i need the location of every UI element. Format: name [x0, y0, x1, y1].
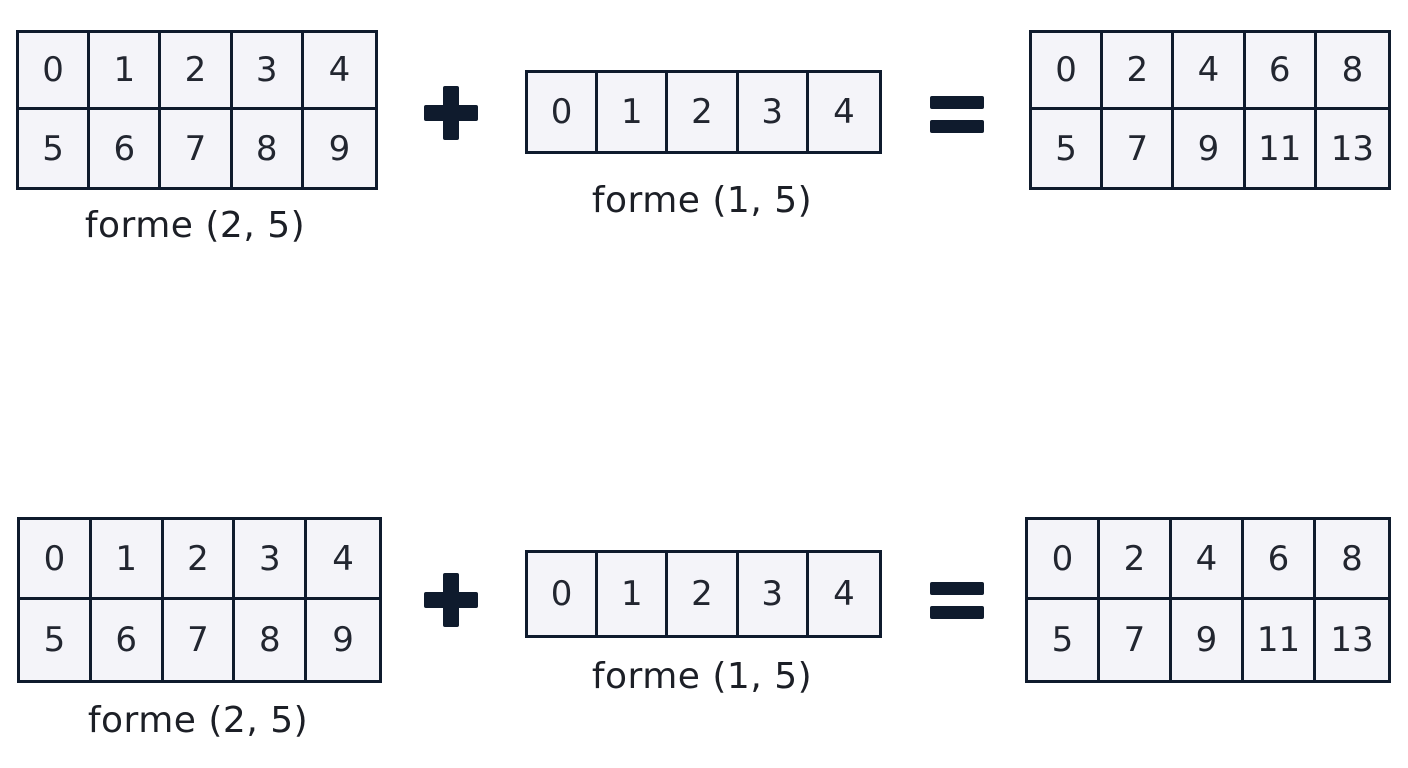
matrix-cell: 0 — [528, 73, 599, 151]
matrix-cell: 5 — [1032, 110, 1104, 187]
matrix-cell: 11 — [1244, 600, 1316, 680]
matrix-cell: 6 — [1245, 33, 1317, 110]
vector-b-caption-1: forme (1, 5) — [591, 180, 813, 221]
matrix-cell: 9 — [1174, 110, 1246, 187]
matrix-cell: 3 — [235, 520, 308, 600]
equals-icon — [930, 582, 984, 620]
matrix-cell: 1 — [91, 520, 164, 600]
matrix-cell: 8 — [1316, 520, 1388, 600]
matrix-cell: 0 — [528, 553, 599, 635]
matrix-cell: 3 — [739, 553, 809, 635]
matrix-cell: 4 — [307, 520, 379, 600]
matrix-cell: 7 — [1103, 110, 1175, 187]
matrix-cell: 4 — [833, 92, 855, 132]
matrix-cell: 5 — [1028, 600, 1100, 680]
matrix-cell: 0 — [1028, 520, 1100, 600]
matrix-cell: 5 — [20, 600, 92, 680]
matrix-a-caption-2: forme (2, 5) — [87, 700, 309, 741]
matrix-cell: 4 — [833, 574, 855, 614]
matrix-cell: 13 — [1330, 620, 1374, 660]
matrix-cell: 9 — [328, 128, 351, 169]
matrix-cell: 4 — [1172, 520, 1244, 600]
plus-icon — [424, 86, 478, 140]
matrix-cell: 2 — [1100, 520, 1172, 600]
matrix-cell: 2 — [163, 520, 236, 600]
matrix-cell: 5 — [19, 110, 91, 187]
matrix-cell: 0 — [1032, 33, 1104, 110]
matrix-cell: 7 — [1100, 600, 1172, 680]
matrix-a-caption-1: forme (2, 5) — [84, 205, 306, 246]
equals-icon — [930, 96, 984, 134]
matrix-cell: 13 — [1330, 128, 1375, 169]
matrix-cell: 3 — [739, 73, 809, 151]
matrix-cell: 2 — [161, 33, 233, 110]
matrix-cell: 9 — [332, 620, 354, 660]
matrix-cell: 7 — [164, 600, 236, 680]
matrix-cell: 8 — [233, 110, 304, 187]
matrix-cell: 2 — [668, 553, 739, 635]
matrix-cell: 6 — [90, 110, 162, 187]
matrix-cell: 3 — [232, 33, 304, 110]
matrix-cell: 1 — [90, 33, 162, 110]
matrix-cell: 2 — [668, 73, 739, 151]
matrix-cell: 2 — [1103, 33, 1175, 110]
matrix-cell: 6 — [1244, 520, 1316, 600]
matrix-cell: 0 — [20, 520, 92, 600]
vector-b-caption-2: forme (1, 5) — [591, 656, 813, 697]
matrix-cell: 11 — [1246, 110, 1317, 187]
matrix-cell: 8 — [235, 600, 308, 680]
matrix-cell: 6 — [92, 600, 164, 680]
matrix-cell: 4 — [303, 33, 375, 110]
matrix-cell: 1 — [598, 73, 669, 151]
matrix-cell: 0 — [19, 33, 91, 110]
matrix-cell: 1 — [598, 553, 669, 635]
matrix-cell: 8 — [1316, 33, 1388, 110]
matrix-cell: 4 — [1174, 33, 1246, 110]
matrix-cell: 7 — [161, 110, 233, 187]
matrix-cell: 9 — [1172, 600, 1244, 680]
plus-icon — [424, 573, 478, 627]
